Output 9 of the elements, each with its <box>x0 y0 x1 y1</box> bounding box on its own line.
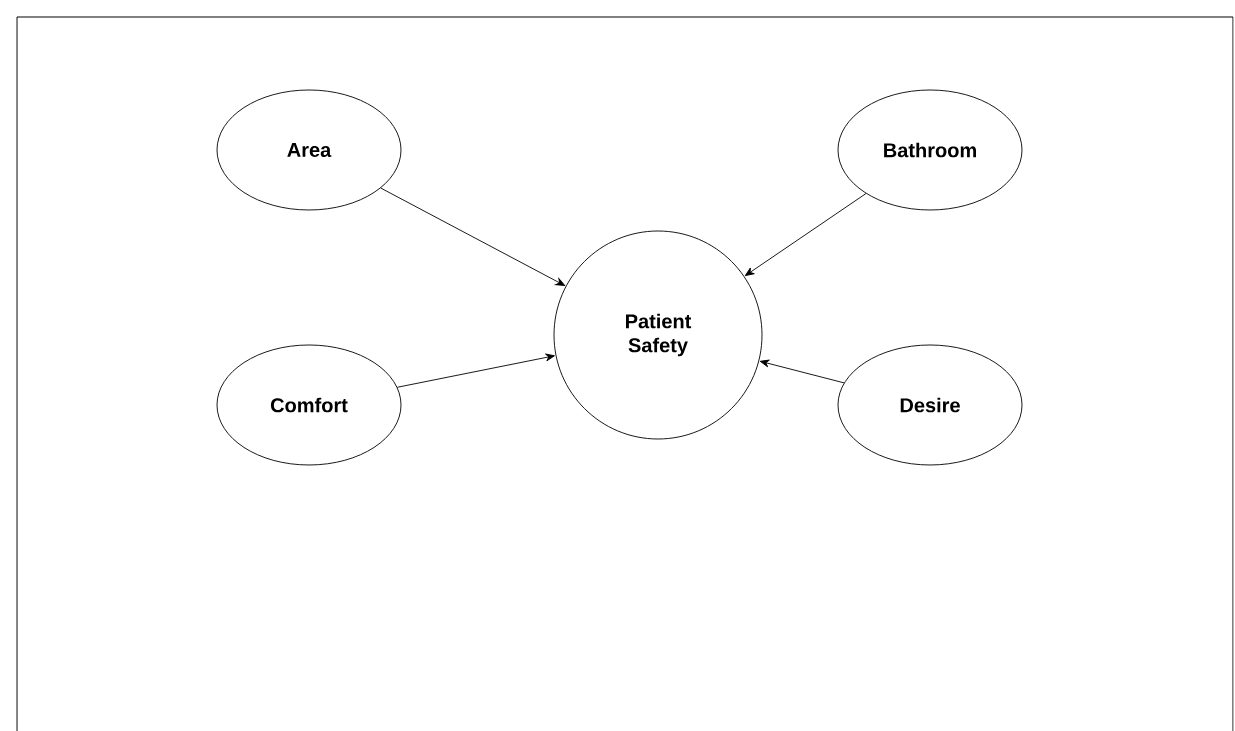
arrow <box>380 187 566 286</box>
ellipse-node: Comfort <box>216 344 402 466</box>
ellipse-node: Bathroom <box>837 89 1023 211</box>
ellipse-node: Area <box>216 89 402 211</box>
arrow <box>759 359 845 384</box>
arrow <box>744 193 867 277</box>
circle-node: Patient Safety <box>553 230 763 440</box>
arrow <box>396 353 555 388</box>
ellipse-node: Desire <box>837 344 1023 466</box>
